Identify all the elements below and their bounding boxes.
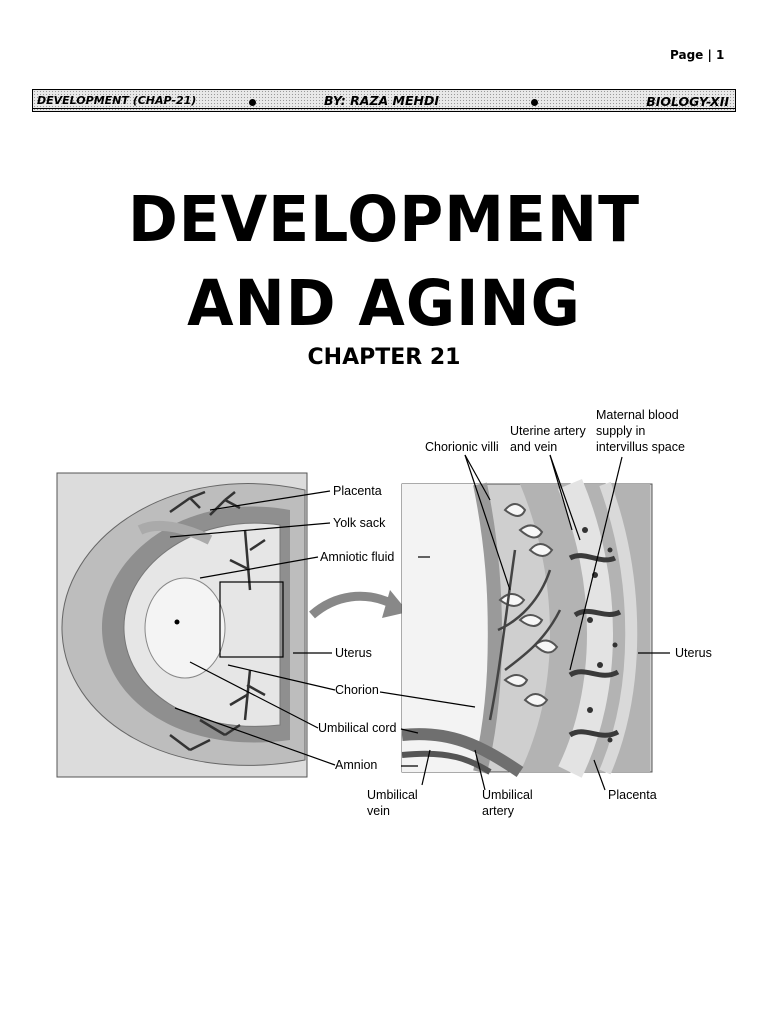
label-placenta-right: Placenta <box>608 788 657 802</box>
chapter-subtitle: CHAPTER 21 <box>307 345 461 370</box>
label-umbilical-vein-line1: Umbilical <box>367 788 418 802</box>
label-umbilical-cord: Umbilical cord <box>318 721 397 735</box>
label-maternal-blood-line3: intervillus space <box>596 440 685 454</box>
label-maternal-blood-line2: supply in <box>596 424 646 438</box>
header-author: BY: RAZA MEHDI <box>324 93 440 108</box>
label-chorionic-villi: Chorionic villi <box>425 440 499 454</box>
page-title-line2: AND AGING <box>187 267 581 341</box>
bullet-icon <box>531 99 538 106</box>
label-placenta: Placenta <box>333 484 382 498</box>
label-umbilical-vein-line2: vein <box>367 804 390 818</box>
header-subject: BIOLOGY-XII <box>646 94 729 109</box>
bullet-icon <box>249 99 256 106</box>
page-title-line1: DEVELOPMENT <box>127 183 641 257</box>
label-uterus-right: Uterus <box>675 646 712 660</box>
label-yolk-sack: Yolk sack <box>333 516 386 530</box>
label-umbilical-artery-line1: Umbilical <box>482 788 533 802</box>
label-maternal-blood-line1: Maternal blood <box>596 408 679 422</box>
label-amnion: Amnion <box>335 758 378 772</box>
placenta-diagram: Placenta Yolk sack Amniotic fluid Uterus… <box>50 400 720 830</box>
label-uterine-artery-line2: and vein <box>510 440 558 454</box>
label-uterine-artery-line1: Uterine artery <box>510 424 586 438</box>
label-amniotic-fluid: Amniotic fluid <box>320 550 395 564</box>
running-header: DEVELOPMENT (CHAP-21) BY: RAZA MEHDI BIO… <box>32 89 736 112</box>
header-chapter: DEVELOPMENT (CHAP-21) <box>37 94 197 107</box>
page-number: Page | 1 <box>670 48 725 62</box>
label-uterus-left: Uterus <box>335 646 372 660</box>
diagram-illustration <box>56 454 670 791</box>
label-umbilical-artery-line2: artery <box>482 804 514 818</box>
label-chorion: Chorion <box>335 683 379 697</box>
